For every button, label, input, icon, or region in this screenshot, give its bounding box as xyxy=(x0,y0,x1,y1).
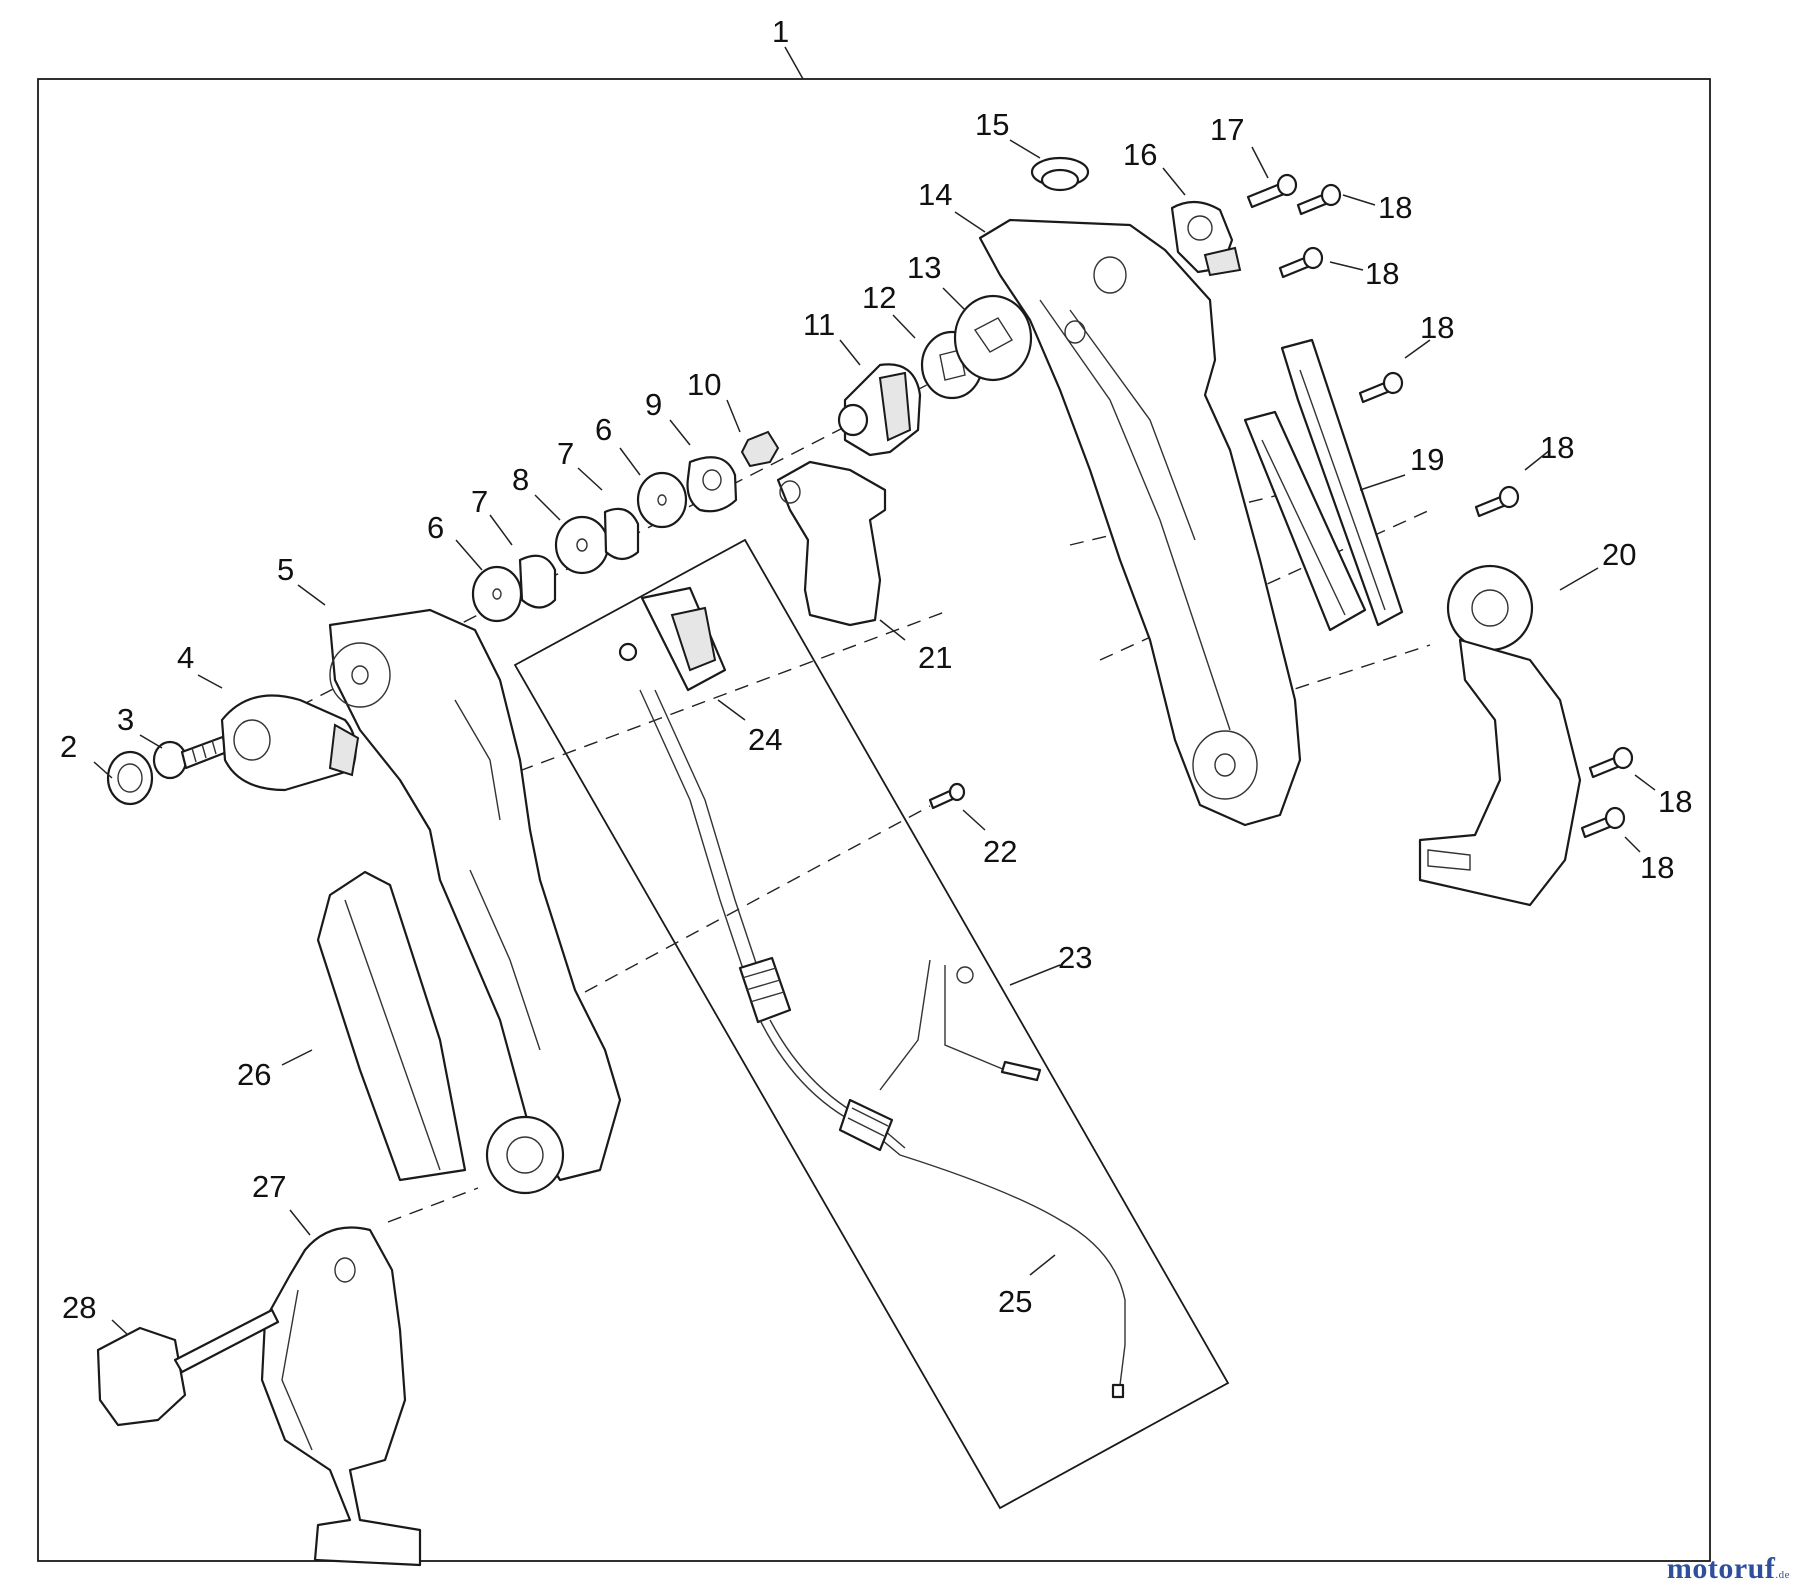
part-26-grip-cover xyxy=(316,870,467,1182)
callout-21: 21 xyxy=(918,640,952,675)
part-21-trigger xyxy=(776,460,887,627)
part-16-lock-piece xyxy=(1170,200,1242,277)
part-2-cap xyxy=(106,750,154,806)
part-4-clamp-lever xyxy=(220,694,360,792)
callout-15: 15 xyxy=(975,107,1009,142)
part-14-right-handle-half xyxy=(978,218,1302,827)
leader-lines xyxy=(93,46,1656,1336)
callout-6a: 6 xyxy=(427,510,444,545)
washer-stack xyxy=(471,430,780,623)
callout-11: 11 xyxy=(803,307,835,342)
callout-7b: 7 xyxy=(557,436,574,471)
callout-18a: 18 xyxy=(1378,190,1412,225)
callout-12: 12 xyxy=(862,280,896,315)
assembly-frame xyxy=(37,78,1711,1562)
part-18-screws xyxy=(1278,183,1634,839)
callout-4: 4 xyxy=(177,640,194,675)
callout-18f: 18 xyxy=(1640,850,1674,885)
part-27-bracket xyxy=(260,1226,422,1567)
part-3-screw xyxy=(152,733,234,780)
callout-18c: 18 xyxy=(1420,310,1454,345)
part-7-washer-b xyxy=(603,507,640,561)
part-6-washer xyxy=(471,565,523,623)
part-5-left-handle-half xyxy=(328,608,622,1195)
part-5-bevel-gear xyxy=(485,1115,565,1195)
callout-17: 17 xyxy=(1210,112,1244,147)
callout-28: 28 xyxy=(62,1290,96,1325)
motoruf-watermark: motoruf.de xyxy=(1667,1552,1790,1586)
part-17-screw xyxy=(1246,173,1298,209)
part-15-grommet xyxy=(1030,156,1090,192)
part-13-plate xyxy=(953,294,1033,382)
watermark-suffix: .de xyxy=(1775,1569,1790,1581)
callout-1: 1 xyxy=(772,14,789,49)
callout-26: 26 xyxy=(237,1057,271,1092)
callout-14: 14 xyxy=(918,177,952,212)
part-9-spacer xyxy=(686,456,738,513)
part-10-nut xyxy=(740,430,780,468)
callout-25: 25 xyxy=(998,1284,1032,1319)
callout-20: 20 xyxy=(1602,537,1636,572)
part-28-knob xyxy=(96,1308,280,1427)
callout-8: 8 xyxy=(512,462,529,497)
callout-2: 2 xyxy=(60,729,77,764)
part-23-wire-harness xyxy=(639,689,1042,1091)
callout-10: 10 xyxy=(687,367,721,402)
callout-18e: 18 xyxy=(1658,784,1692,819)
part-7-washer xyxy=(518,554,557,609)
callout-18d: 18 xyxy=(1540,430,1574,465)
callout-24: 24 xyxy=(748,722,782,757)
callout-5: 5 xyxy=(277,552,294,587)
part-20-bracket xyxy=(1418,564,1582,907)
callout-23: 23 xyxy=(1058,940,1092,975)
callout-3: 3 xyxy=(117,702,134,737)
callout-13: 13 xyxy=(907,250,941,285)
part-25-throttle-cable xyxy=(759,1019,1126,1399)
watermark-brand: motoruf xyxy=(1666,1552,1776,1585)
callout-7a: 7 xyxy=(471,484,488,519)
harness-subassembly-box xyxy=(513,538,1230,1510)
callout-16: 16 xyxy=(1123,137,1157,172)
callout-19: 19 xyxy=(1410,442,1444,477)
part-8-washer xyxy=(554,515,610,575)
callout-9: 9 xyxy=(645,387,662,422)
callout-6b: 6 xyxy=(595,412,612,447)
callout-27: 27 xyxy=(252,1169,286,1204)
callout-22: 22 xyxy=(983,834,1017,869)
callout-18b: 18 xyxy=(1365,256,1399,291)
part-11-switch xyxy=(837,363,922,457)
callout-labels: 1 2 3 4 5 6 6 7 7 8 9 10 11 12 13 14 15 … xyxy=(60,14,1692,1325)
part-6-washer-b xyxy=(636,471,688,529)
part-19-cover-strip xyxy=(1243,338,1404,632)
part-24-switch-block xyxy=(618,586,727,692)
part-22-screw xyxy=(928,782,966,810)
